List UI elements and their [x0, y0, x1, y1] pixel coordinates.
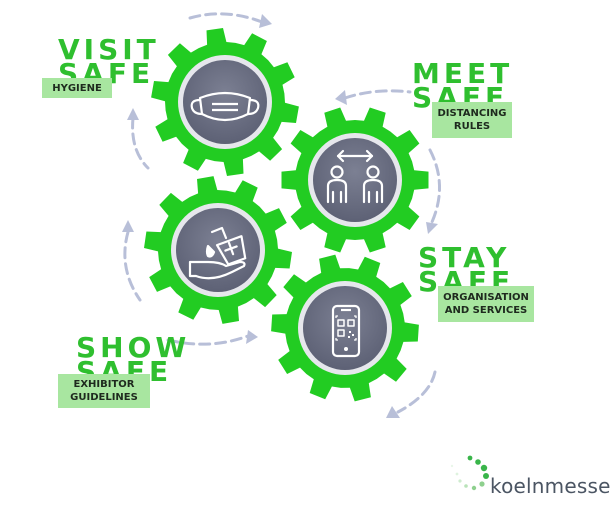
logo-dot: [480, 464, 488, 472]
meet-title-top: MEET: [412, 57, 514, 90]
social-distancing-icon: [326, 149, 384, 204]
arrow-heads: [122, 14, 438, 418]
gear-disc: [183, 60, 267, 144]
arrowhead-icon: [426, 222, 438, 234]
arrowhead-icon: [386, 406, 400, 418]
organisation-tag-line2: AND SERVICES: [444, 305, 528, 316]
visit-safe-title: VISIT SAFE: [58, 33, 160, 88]
exhibitor-tag-line1: EXHIBITOR: [73, 379, 135, 390]
visit-title-top: VISIT: [58, 33, 160, 66]
show-title-top: SHOW: [76, 331, 191, 364]
gear-stay: [271, 254, 419, 402]
arrow-meet: [343, 89, 412, 100]
arrow-top: [188, 12, 264, 24]
gear-disc: [313, 138, 397, 222]
arrow-show: [166, 334, 250, 346]
arrowhead-icon: [259, 14, 272, 28]
hand-sanitizer-icon: [188, 226, 247, 280]
organisation-tag-line1: ORGANISATION: [443, 292, 529, 303]
organisation-services-tag: ORGANISATION AND SERVICES: [438, 286, 534, 322]
distancing-tag-line2: RULES: [453, 121, 491, 132]
distancing-rules-tag: DISTANCING RULES: [432, 102, 512, 138]
logo-dot: [464, 484, 468, 488]
hygiene-tag-label: HYGIENE: [52, 82, 102, 94]
gear-disc: [303, 286, 387, 370]
logo-dot: [475, 459, 481, 465]
distancing-tag-line1: DISTANCING: [437, 108, 507, 119]
mobile-qr-code-icon: [331, 304, 361, 358]
arrowhead-icon: [127, 108, 139, 120]
arrowhead-icon: [246, 330, 258, 344]
stay-title-top: STAY: [418, 241, 511, 274]
arrowhead-icon: [122, 220, 134, 232]
gear-disc: [176, 208, 260, 292]
face-mask-icon: [190, 91, 260, 122]
logo-dot: [450, 464, 454, 468]
logo-dot: [479, 481, 485, 487]
arrow-right-mid: [428, 148, 442, 224]
arrow-left-lower: [123, 230, 142, 302]
logo-dot: [458, 479, 462, 483]
koelnmesse-wordmark: koelnmesse: [490, 474, 611, 498]
flow-arrows: [123, 12, 442, 414]
arrow-bottom-right: [396, 370, 437, 414]
logo-dot: [483, 473, 489, 479]
gear-show: [144, 176, 292, 324]
hygiene-tag: HYGIENE: [42, 78, 112, 98]
dotted-arc-logo-icon: [450, 455, 489, 491]
arrow-left-upper: [131, 116, 150, 170]
gear-visit: [151, 28, 299, 176]
exhibitor-guidelines-tag: EXHIBITOR GUIDELINES: [58, 374, 150, 408]
gear-meet: [281, 107, 429, 253]
arrowhead-icon: [335, 90, 347, 105]
logo-dot: [467, 455, 473, 461]
logo-dot: [471, 485, 477, 491]
logo-dot: [455, 472, 459, 476]
exhibitor-tag-line2: GUIDELINES: [70, 392, 138, 403]
